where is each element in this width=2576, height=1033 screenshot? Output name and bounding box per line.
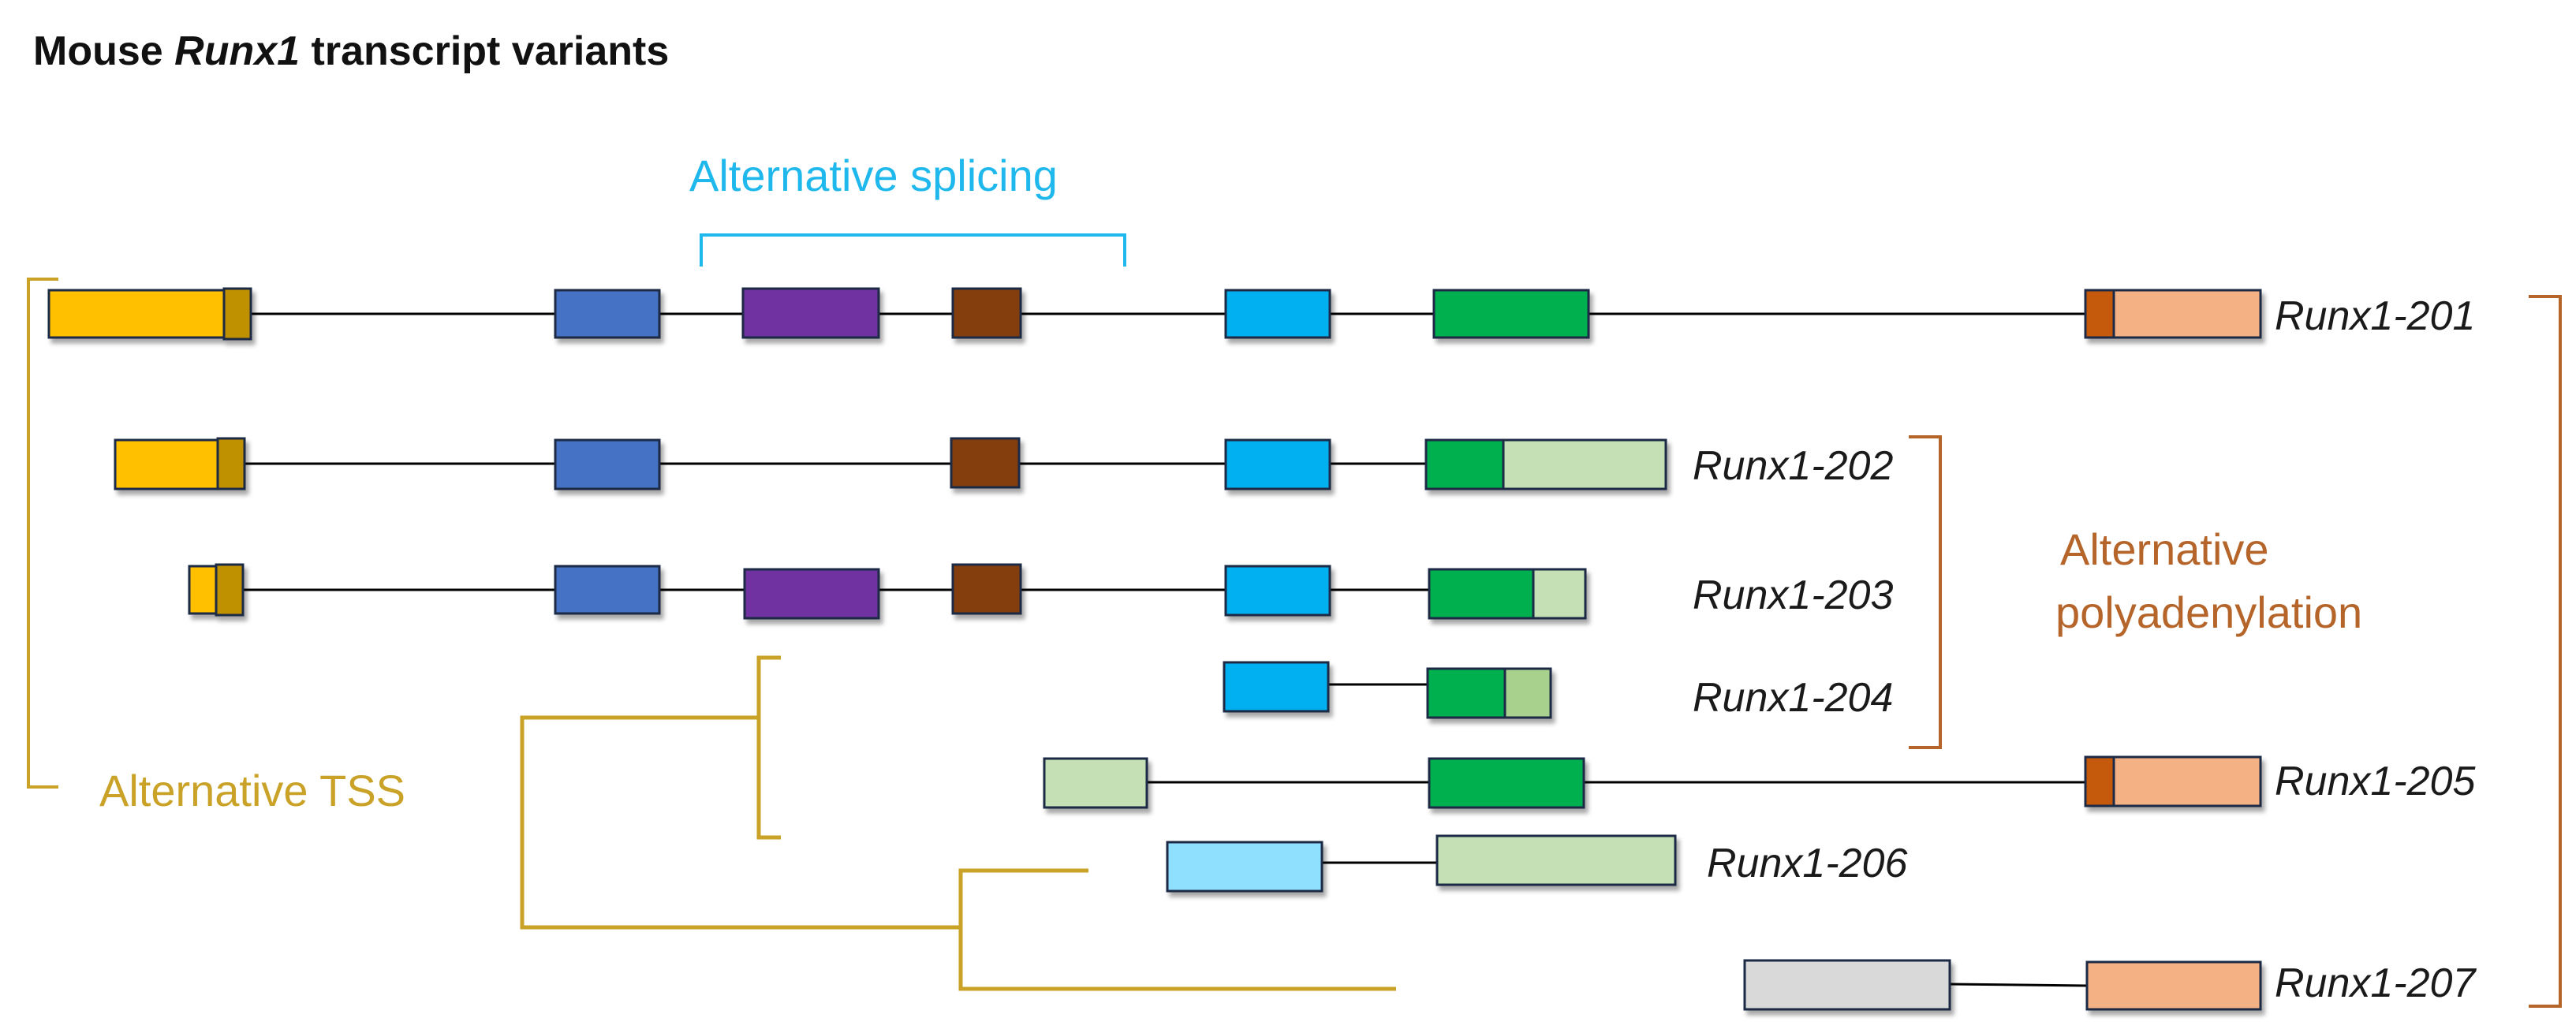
diagram-title: Mouse Runx1 transcript variants bbox=[33, 28, 669, 74]
exon-lightgreen bbox=[1435, 834, 1677, 886]
exon-yellow-dark bbox=[222, 287, 252, 341]
exon-lightcyan bbox=[1166, 841, 1323, 893]
exon-cyan bbox=[1223, 661, 1330, 713]
exon-lightgreen bbox=[1043, 757, 1148, 809]
exon-lightgreen bbox=[1532, 568, 1587, 620]
tss-tree-connector bbox=[520, 655, 1396, 991]
title-prefix: Mouse bbox=[33, 28, 174, 74]
exon-peach bbox=[2112, 755, 2262, 807]
exon-blue bbox=[554, 438, 661, 490]
exon-green bbox=[1426, 667, 1506, 719]
exon-lightgreen bbox=[1500, 438, 1667, 490]
exon-purple bbox=[743, 568, 880, 620]
polya-bracket-outer bbox=[2529, 295, 2562, 1008]
exon-green bbox=[1424, 438, 1505, 490]
exon-orange bbox=[2084, 289, 2115, 339]
transcript-label: Runx1-206 bbox=[1707, 841, 1907, 886]
transcript-row: Runx1-204 bbox=[1223, 661, 1893, 721]
title-suffix: transcript variants bbox=[300, 28, 669, 74]
transcript-label: Runx1-207 bbox=[2275, 960, 2477, 1006]
exon-orange bbox=[2084, 755, 2115, 807]
title-gene: Runx1 bbox=[174, 28, 300, 74]
exon-yellow-dark bbox=[216, 437, 246, 490]
exon-blue bbox=[554, 289, 661, 339]
transcript-row: Runx1-206 bbox=[1166, 834, 1907, 893]
exon-green bbox=[1432, 289, 1590, 339]
splicing-bracket bbox=[700, 233, 1126, 267]
alternative-splicing-label: Alternative splicing bbox=[689, 151, 1058, 200]
polya-bracket-inner bbox=[1909, 435, 1942, 749]
intron-line bbox=[1949, 983, 2088, 987]
exon-peach bbox=[2085, 960, 2262, 1011]
exon-yellow bbox=[188, 565, 218, 615]
transcript-row: Runx1-207 bbox=[1743, 959, 2477, 1011]
exon-brown bbox=[951, 287, 1022, 339]
exon-brown bbox=[951, 563, 1022, 615]
exon-brown bbox=[950, 437, 1021, 489]
exon-gray bbox=[1743, 959, 1951, 1011]
transcript-row: Runx1-201 bbox=[47, 287, 2475, 341]
exon-green bbox=[1428, 568, 1535, 620]
exon-cyan bbox=[1224, 565, 1331, 617]
exon-blue bbox=[554, 565, 661, 615]
transcript-row: Runx1-205 bbox=[1043, 755, 2476, 809]
transcript-row: Runx1-202 bbox=[114, 437, 1893, 490]
exon-cyan bbox=[1224, 438, 1331, 490]
exon-peach bbox=[2112, 289, 2262, 339]
transcript-label: Runx1-205 bbox=[2275, 759, 2476, 804]
transcript-label: Runx1-204 bbox=[1693, 675, 1893, 721]
transcript-label: Runx1-203 bbox=[1693, 572, 1893, 618]
exon-yellow bbox=[47, 289, 226, 339]
exon-lightgreen bbox=[1500, 667, 1552, 719]
transcript-label: Runx1-201 bbox=[2275, 293, 2475, 339]
exon-yellow bbox=[114, 438, 219, 490]
exon-green bbox=[1428, 757, 1585, 809]
transcript-row: Runx1-203 bbox=[188, 563, 1893, 620]
alternative-tss-label: Alternative TSS bbox=[99, 766, 405, 815]
transcript-label: Runx1-202 bbox=[1693, 443, 1893, 489]
polyadenylation-label-line2: polyadenylation bbox=[2055, 587, 2362, 637]
tss-bracket bbox=[27, 278, 58, 789]
exon-yellow-dark bbox=[215, 563, 245, 617]
polyadenylation-label-line1: Alternative bbox=[2060, 524, 2269, 574]
exon-purple bbox=[741, 287, 880, 339]
exon-cyan bbox=[1224, 289, 1331, 339]
